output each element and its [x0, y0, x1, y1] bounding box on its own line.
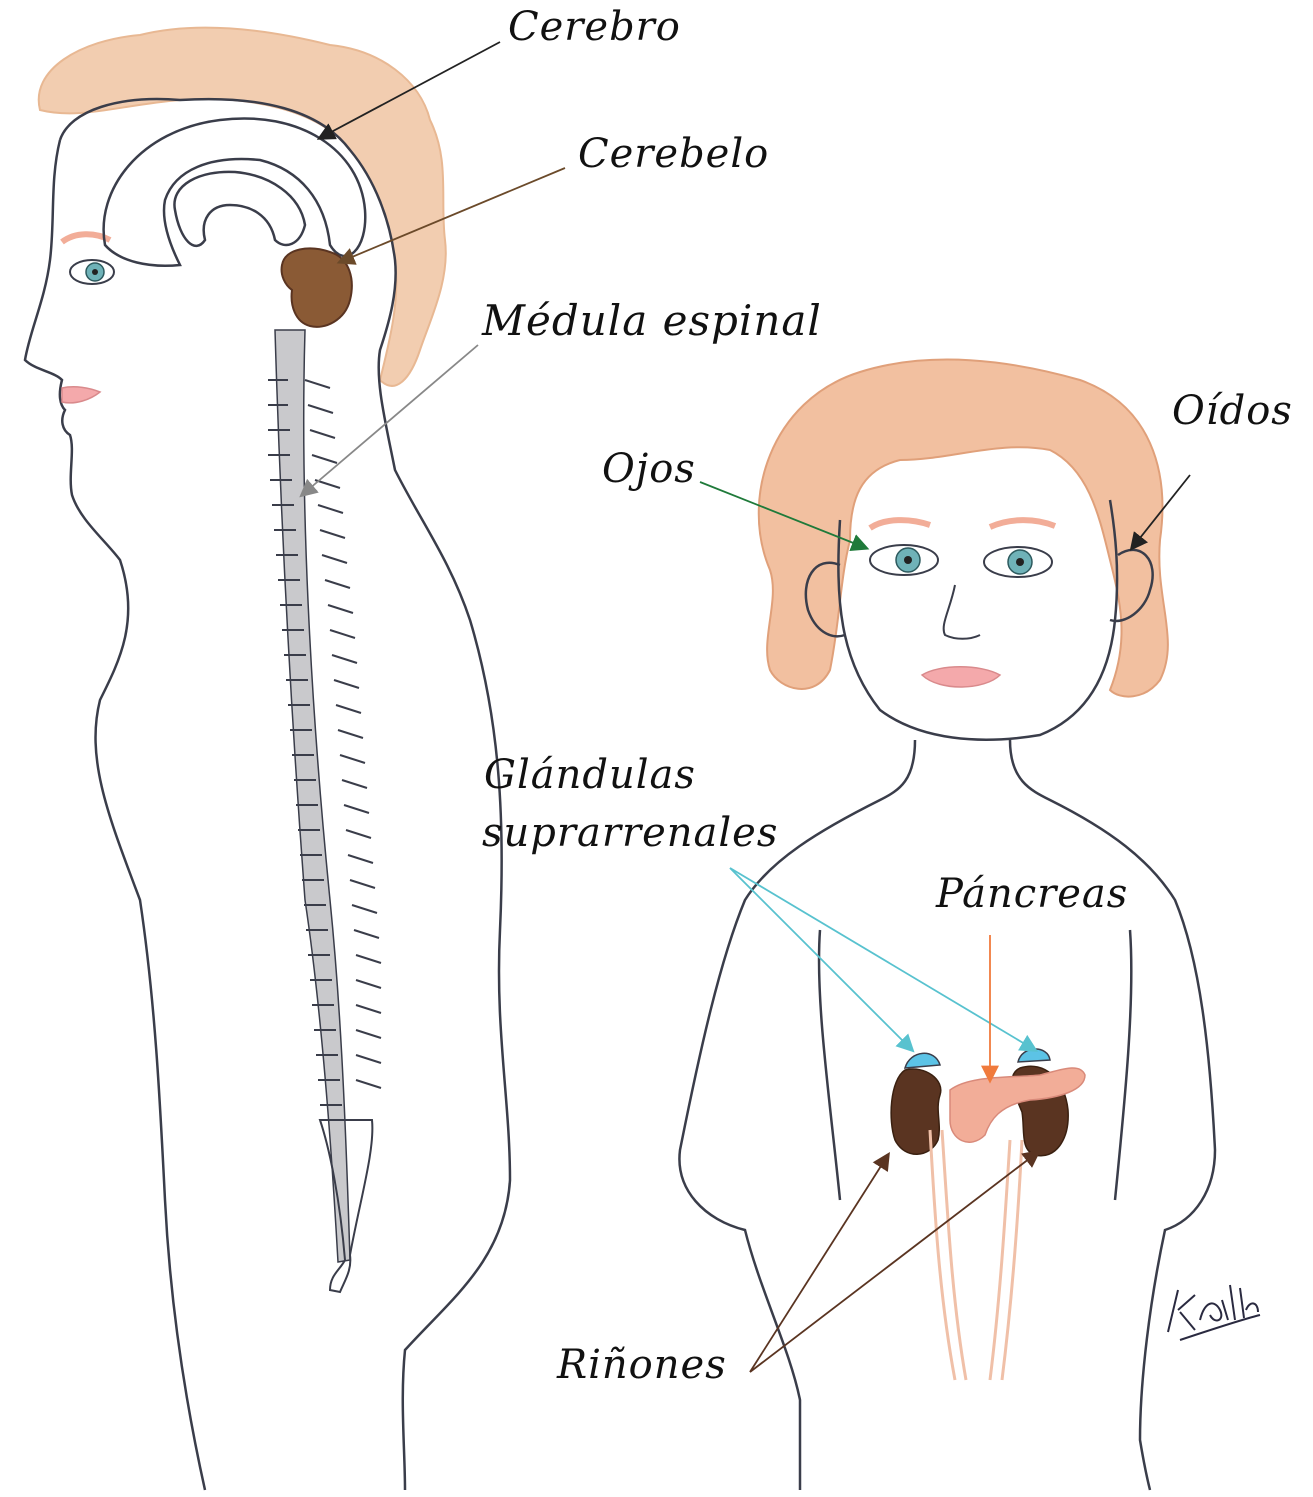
- left-kidney: [891, 1069, 941, 1154]
- left-adrenal-gland: [905, 1053, 940, 1068]
- label-eyes: Ojos: [602, 446, 696, 492]
- label-pancreas: Páncreas: [936, 871, 1128, 917]
- front-face-outline: [838, 500, 1117, 740]
- side-view-figure: [25, 28, 510, 1490]
- side-lips: [62, 387, 100, 403]
- brain-corpus: [174, 172, 305, 246]
- label-kidneys: Riñones: [557, 1342, 727, 1388]
- right-adrenal-gland: [1018, 1049, 1050, 1062]
- side-body-outline: [60, 99, 510, 1490]
- brain-outline: [104, 118, 366, 265]
- front-hair: [759, 360, 1168, 697]
- spinal-cord: [275, 330, 350, 1262]
- label-ears: Oídos: [1172, 388, 1293, 434]
- artist-signature: [1168, 1285, 1260, 1340]
- front-lips: [922, 667, 1000, 687]
- front-view-figure: [679, 360, 1215, 1490]
- label-cerebellum: Cerebelo: [578, 131, 769, 177]
- label-spinal-cord: Médula espinal: [482, 296, 822, 345]
- label-adrenal-line2: suprarrenales: [482, 810, 778, 856]
- cerebellum: [282, 248, 352, 326]
- label-brain: Cerebro: [508, 4, 681, 50]
- ureters: [930, 1130, 1022, 1380]
- label-adrenal-line1: Glándulas: [484, 752, 696, 798]
- arrow-kidney-left: [750, 1155, 888, 1372]
- side-face-outline: [25, 140, 205, 1490]
